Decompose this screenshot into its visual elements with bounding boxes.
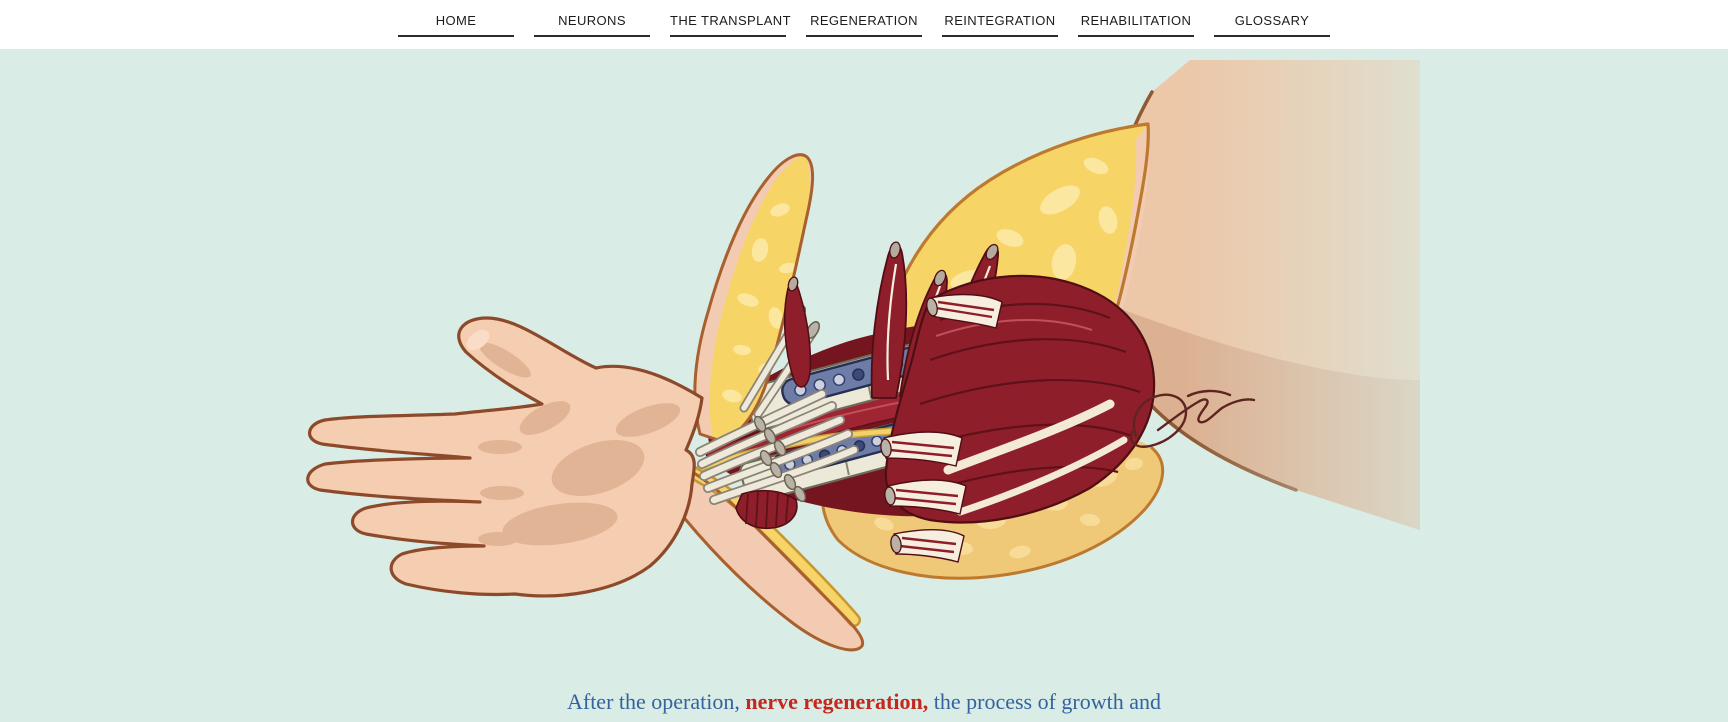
nav-item-neurons[interactable]: NEURONS [534,13,650,37]
nav-item-the-transplant[interactable]: THE TRANSPLANT [670,13,791,37]
cut-tendon-wedges [880,293,1003,563]
caption-before: After the operation, [566,689,746,714]
nav-item-regeneration[interactable]: REGENERATION [806,13,922,37]
thumb-nail [466,329,490,351]
top-navigation: HOME NEURONS THE TRANSPLANT REGENERATION… [0,0,1728,49]
hand-shading [478,342,681,546]
tendon-bundle [695,389,859,505]
page-body [0,40,1728,722]
nav-item-reintegration[interactable]: REINTEGRATION [942,13,1058,37]
arm-fade-overlay [1185,40,1645,660]
caption-link-nerve-regeneration[interactable]: nerve regeneration, [745,689,929,714]
nav-item-glossary[interactable]: GLOSSARY [1214,13,1330,37]
artist-signature [1129,389,1256,448]
nav-item-home[interactable]: HOME [398,13,514,37]
skin-flap-upper [693,153,815,444]
muscle-ribbed-small [735,489,798,530]
nav-item-rehabilitation[interactable]: REHABILITATION [1078,13,1194,37]
muscle-mass-right [880,274,1156,563]
caption-text: After the operation, nerve regeneration,… [0,688,1728,716]
recipient-hand [306,316,704,598]
caption-after: the process of growth and [928,689,1162,714]
tendons-into-flap [739,276,820,419]
tendon-clamps [753,415,807,503]
